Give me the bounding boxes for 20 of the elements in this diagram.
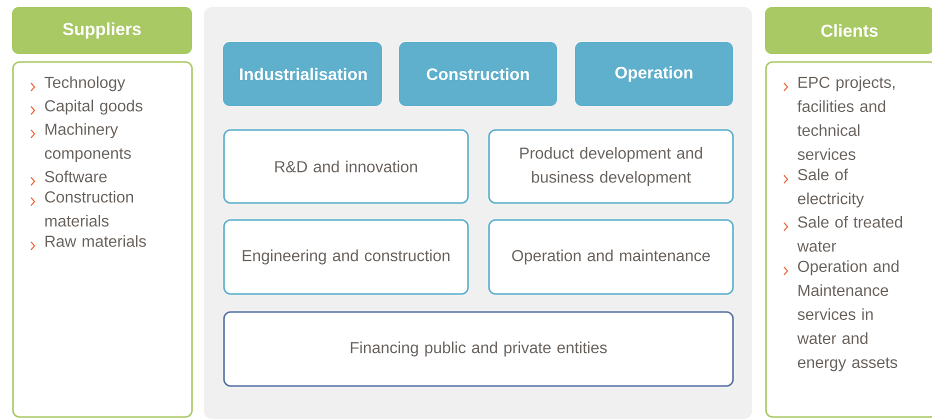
column-header: Clients (765, 7, 932, 54)
column-header: Suppliers (12, 7, 192, 54)
activity-box: R&D and innovation (223, 129, 469, 204)
list-item: Machinery components (44, 123, 131, 162)
list-item: Sale of electricity (798, 168, 864, 208)
list-item: Software (45, 170, 107, 182)
list-item: Technology (44, 76, 126, 92)
activity-box: Operation and maintenance (488, 219, 734, 295)
stage-box: Industrialisation (223, 42, 382, 106)
list-item: Sale of treated water (797, 216, 902, 252)
list-item: Capital goods (45, 100, 142, 115)
stage-box: Operation (575, 42, 733, 106)
list-item: Operation and Maintenance services in water and energy assets (797, 260, 898, 372)
activity-box: Product development and business development (488, 129, 734, 204)
list-item: EPC projects, facilities and technical services (798, 76, 895, 160)
list-item: Raw materials (46, 235, 146, 247)
stage-box: Construction (399, 42, 557, 106)
financing-box: Financing public and private entities (223, 311, 734, 387)
activity-box: Engineering and construction (223, 219, 469, 295)
list-item: Construction materials (45, 190, 134, 227)
